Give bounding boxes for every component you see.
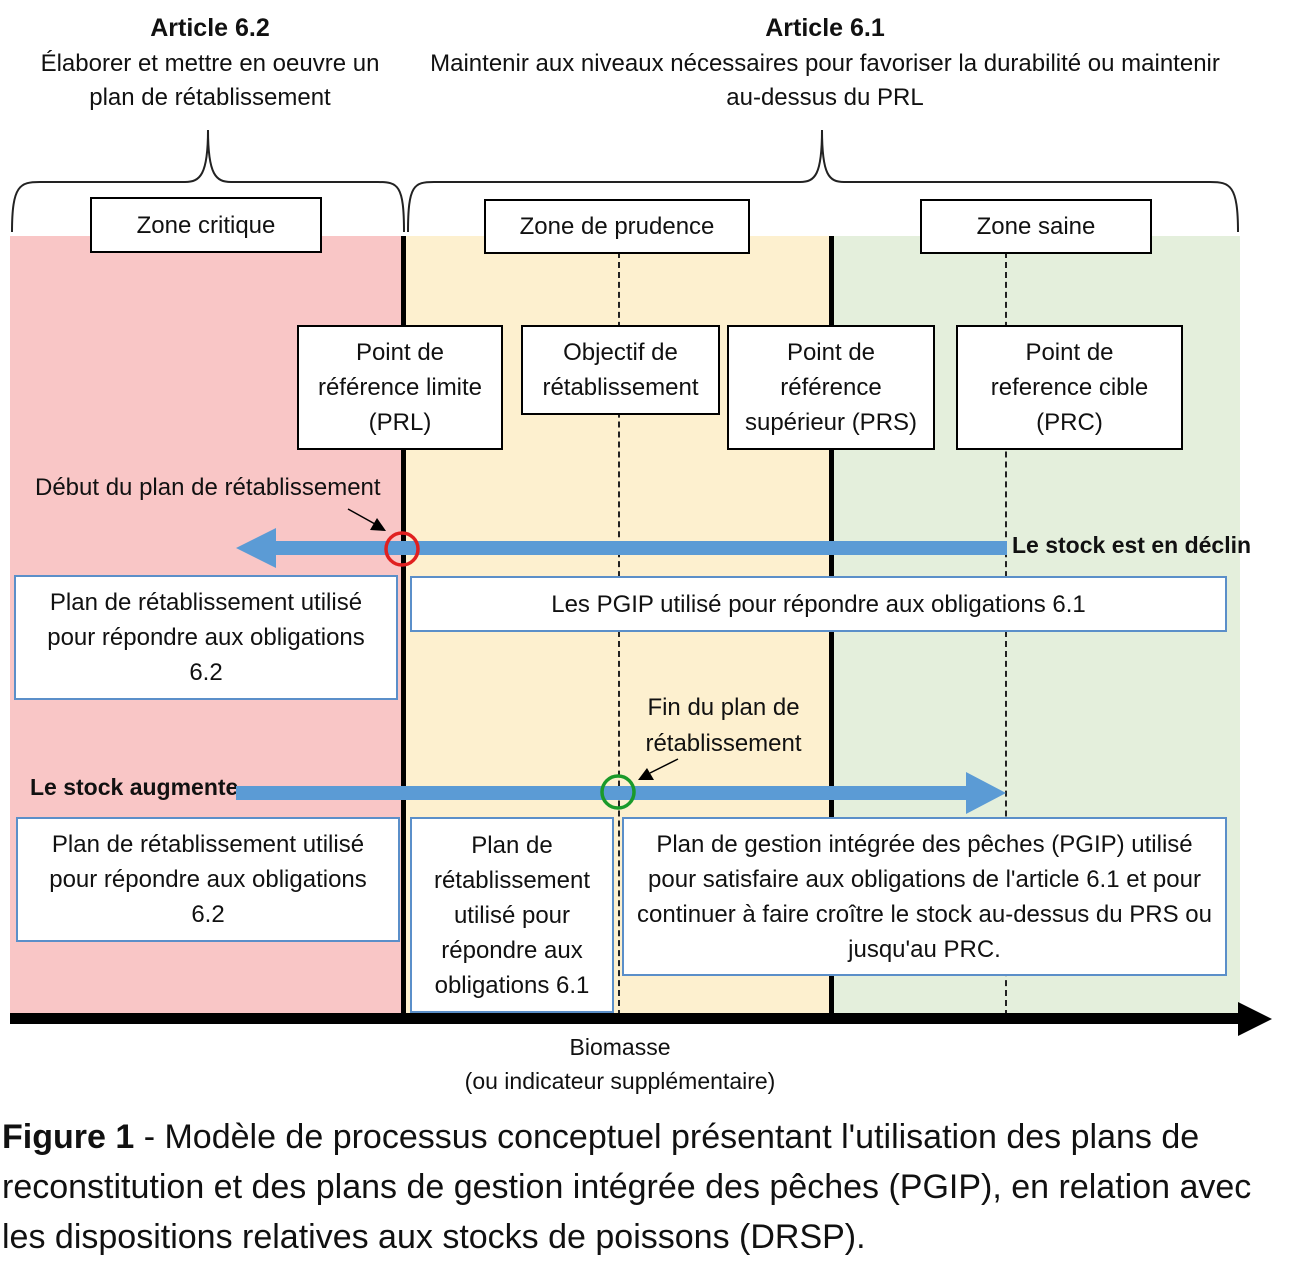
- article-6-1-description: Maintenir aux niveaux nécessaires pour f…: [430, 50, 1220, 111]
- biomass-axis-line: [10, 1013, 1246, 1024]
- biomass-axis-label: Biomasse: [569, 1034, 671, 1060]
- start-pointer-line: [347, 508, 376, 525]
- rebuilding-target-box: Objectif de rétablissement: [521, 325, 720, 415]
- figure-caption-label: Figure 1: [2, 1118, 135, 1156]
- increasing-caution-plan-box: Plan de rétablissement utilisé pour répo…: [410, 817, 614, 1013]
- target-dashed-line: [1005, 252, 1007, 1016]
- rebuilding-target-dashed-line: [618, 252, 620, 1016]
- declining-critical-plan-box: Plan de rétablissement utilisé pour répo…: [14, 575, 398, 700]
- recovery-plan-start-label: Début du plan de rétablissement: [35, 474, 381, 501]
- article-6-2-title: Article 6.2: [150, 14, 270, 42]
- figure-caption: Figure 1 - Modèle de processus conceptue…: [2, 1112, 1292, 1262]
- zone-critical-label: Zone critique: [90, 197, 322, 253]
- end-pointer-line: [649, 758, 679, 774]
- increasing-arrow-head: [966, 772, 1006, 814]
- stock-increasing-label: Le stock augmente: [30, 774, 239, 800]
- lrp-divider-line: [401, 236, 406, 1016]
- declining-arrow-head: [236, 528, 276, 568]
- end-pointer-head: [638, 768, 654, 780]
- start-marker-circle: [384, 531, 420, 567]
- figure-caption-text: - Modèle de processus conceptuel présent…: [2, 1118, 1252, 1256]
- zone-healthy-label: Zone saine: [920, 199, 1152, 254]
- target-reference-box: Point de reference cible (PRC): [956, 325, 1183, 450]
- increasing-critical-plan-box: Plan de rétablissement utilisé pour répo…: [16, 817, 400, 942]
- declining-arrow-shaft: [272, 541, 1007, 555]
- lrp-reference-box: Point de référence limite (PRL): [297, 325, 503, 450]
- brace-article-6-1: [407, 129, 1239, 233]
- article-6-2-description: Élaborer et mettre en oeuvre un plan de …: [40, 50, 380, 111]
- declining-pgip-box: Les PGIP utilisé pour répondre aux oblig…: [410, 576, 1227, 632]
- zone-caution-label: Zone de prudence: [484, 199, 750, 254]
- recovery-plan-end-label: Fin du plan de rétablissement: [645, 694, 802, 757]
- biomass-axis-arrowhead: [1238, 1002, 1272, 1036]
- increasing-pgip-box: Plan de gestion intégrée des pêches (PGI…: [622, 817, 1227, 976]
- end-marker-circle: [600, 774, 636, 810]
- usr-reference-box: Point de référence supérieur (PRS): [727, 325, 935, 450]
- stock-declining-label: Le stock est en déclin: [1012, 532, 1252, 558]
- brace-article-6-2: [11, 129, 405, 233]
- article-6-1-title: Article 6.1: [765, 14, 885, 42]
- biomass-axis-sublabel: (ou indicateur supplémentaire): [464, 1068, 776, 1094]
- start-pointer-head: [370, 518, 386, 531]
